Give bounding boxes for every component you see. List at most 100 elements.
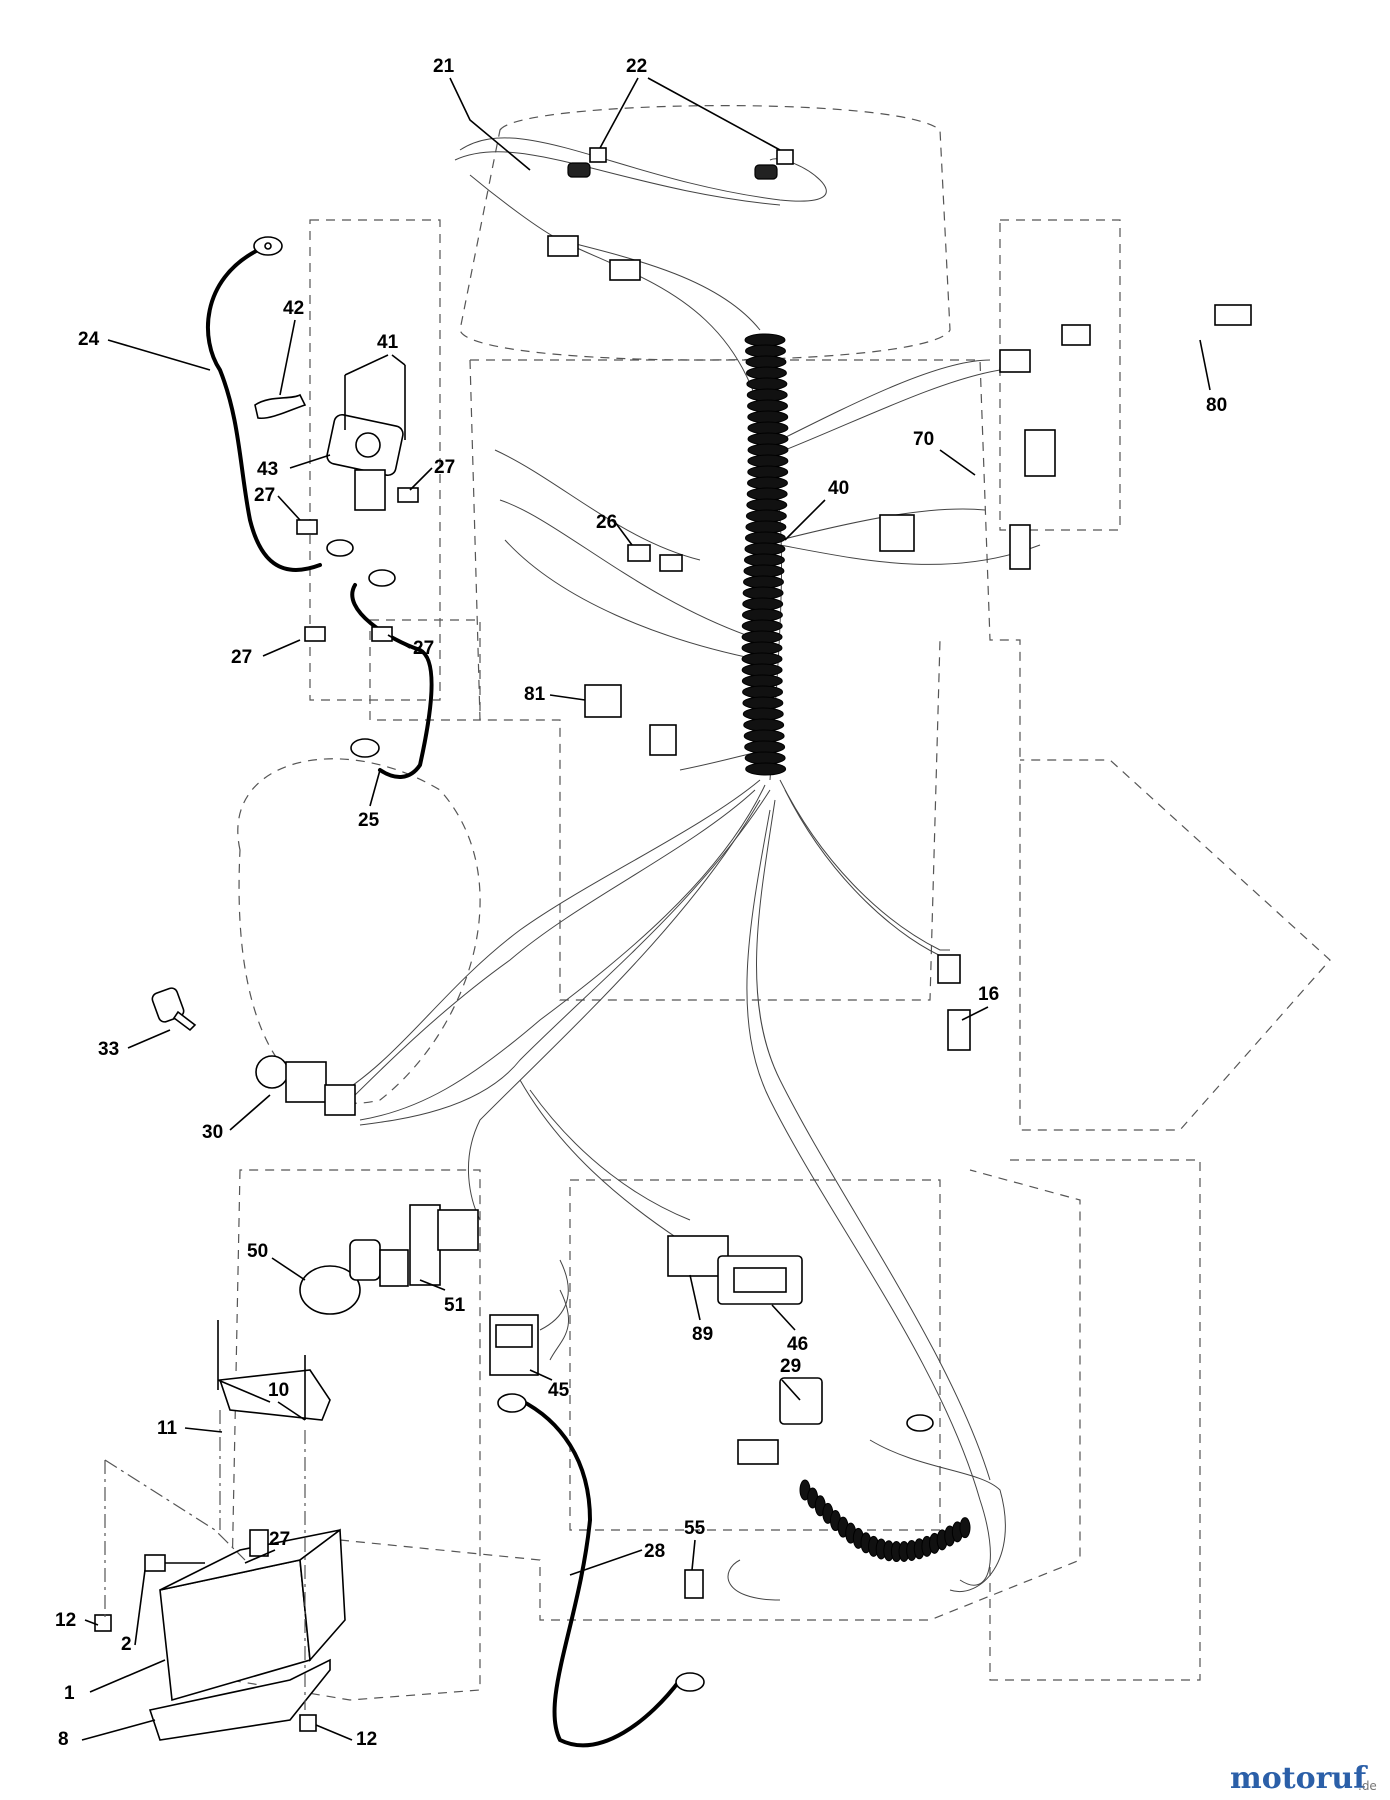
coil-loop — [745, 366, 787, 380]
coil-loop — [745, 762, 787, 776]
ignition-switch-icon — [255, 1055, 356, 1116]
callout-numbers: 21 22 24 42 41 43 27 27 27 27 27 25 26 4… — [55, 56, 1227, 1750]
callout-51: 51 — [444, 1295, 466, 1316]
chassis-outline — [229, 105, 1331, 1701]
callout-1: 1 — [64, 1683, 75, 1704]
callout-40: 40 — [828, 478, 849, 499]
coil-loop — [743, 729, 785, 743]
callout-11: 11 — [157, 1418, 178, 1439]
callout-10: 10 — [268, 1380, 289, 1401]
pto-switch-icon — [299, 1204, 479, 1315]
coil-loop — [746, 487, 788, 501]
coil-loop — [741, 630, 783, 644]
hour-meter-icon — [489, 1314, 539, 1376]
callout-30: 30 — [202, 1122, 223, 1143]
coil-loop — [746, 498, 788, 512]
light-switch-icon — [667, 1235, 803, 1305]
coil-loom-icon — [741, 333, 789, 776]
callout-16: 16 — [978, 984, 999, 1005]
hex-nut-icon — [296, 487, 419, 642]
callout-33: 33 — [98, 1039, 119, 1060]
coil-loop — [745, 355, 787, 369]
callout-8: 8 — [58, 1729, 69, 1750]
coil-loop — [744, 333, 786, 347]
coil-loop — [743, 553, 785, 567]
callout-45: 45 — [548, 1380, 570, 1401]
watermark-brand: motoruf — [1230, 1761, 1368, 1796]
coil-loop — [742, 575, 784, 589]
coil-loop — [745, 520, 787, 534]
callout-27: 27 — [254, 485, 275, 506]
callout-21: 21 — [433, 56, 455, 77]
leader-lines — [81, 77, 1211, 1741]
coil-cord-icon — [799, 1479, 971, 1563]
coil-loop — [747, 432, 789, 446]
coil-loop — [744, 740, 786, 754]
callout-50: 50 — [247, 1241, 268, 1262]
coil-loop — [742, 685, 784, 699]
callout-12: 12 — [356, 1729, 377, 1750]
callout-42: 42 — [283, 298, 304, 319]
ignition-key-icon — [151, 987, 197, 1032]
coil-loop — [744, 344, 786, 358]
coil-loop — [742, 597, 784, 611]
coil-loop — [747, 465, 789, 479]
callout-27: 27 — [231, 647, 252, 668]
coil-loop — [743, 564, 785, 578]
coil-loop — [741, 608, 783, 622]
coil-loop — [744, 542, 786, 556]
callout-27: 27 — [413, 638, 434, 659]
battery-holddown-icon — [217, 1320, 331, 1421]
callout-55: 55 — [684, 1518, 706, 1539]
callout-29: 29 — [780, 1356, 801, 1377]
callout-12: 12 — [55, 1610, 76, 1631]
coil-loop — [959, 1517, 971, 1539]
callout-26: 26 — [596, 512, 617, 533]
coil-loop — [747, 443, 789, 457]
callout-89: 89 — [692, 1324, 713, 1345]
coil-loop — [746, 377, 788, 391]
callout-2: 2 — [121, 1634, 132, 1655]
callout-70: 70 — [913, 429, 934, 450]
callout-41: 41 — [377, 332, 399, 353]
coil-loop — [744, 531, 786, 545]
coil-loop — [741, 674, 783, 688]
coil-loop — [742, 707, 784, 721]
coil-loop — [745, 509, 787, 523]
callout-81: 81 — [524, 684, 546, 705]
callout-24: 24 — [78, 329, 100, 350]
callout-25: 25 — [358, 810, 380, 831]
coil-loop — [741, 641, 783, 655]
bulb-socket-icon — [567, 147, 794, 180]
watermark-suffix: .de — [1358, 1779, 1377, 1793]
callout-22: 22 — [626, 56, 647, 77]
cube-nut-icon — [94, 1614, 317, 1732]
coil-loop — [747, 410, 789, 424]
callout-46: 46 — [787, 1334, 808, 1355]
coil-loop — [747, 421, 789, 435]
callout-27: 27 — [434, 457, 455, 478]
coil-loop — [742, 586, 784, 600]
coil-loop — [741, 663, 783, 677]
solenoid-icon — [326, 365, 406, 511]
bolt-icon — [144, 1554, 704, 1599]
watermark: motoruf .de — [1230, 1761, 1377, 1796]
boot-cap-icon — [254, 393, 307, 420]
callout-80: 80 — [1206, 395, 1227, 416]
coil-loop — [741, 652, 783, 666]
coil-loop — [747, 454, 789, 468]
coil-loop — [743, 718, 785, 732]
coil-loop — [744, 751, 786, 765]
coil-loop — [742, 696, 784, 710]
battery-cables — [205, 248, 682, 1748]
coil-loop — [741, 619, 783, 633]
coil-loop — [747, 399, 789, 413]
callout-43: 43 — [257, 459, 278, 480]
battery-icon — [148, 1528, 346, 1741]
coil-loop — [746, 476, 788, 490]
ring-terminal-icon — [253, 236, 934, 1692]
callout-28: 28 — [644, 1541, 665, 1562]
callout-27: 27 — [269, 1529, 290, 1550]
relay-icon — [737, 1377, 823, 1465]
